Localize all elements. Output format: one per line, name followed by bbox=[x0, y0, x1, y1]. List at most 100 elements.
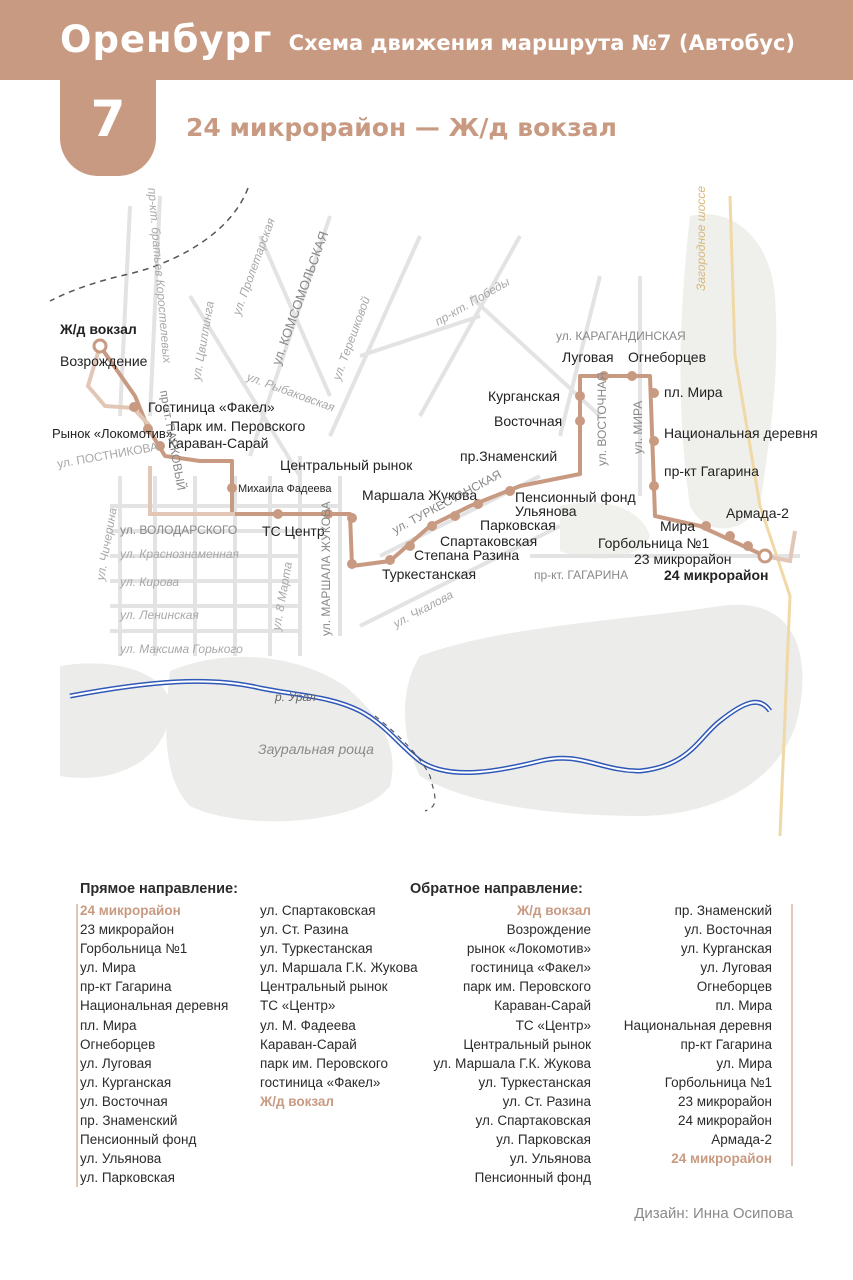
list-item: ул. Луговая bbox=[80, 1055, 152, 1071]
list-item: 23 микрорайон bbox=[80, 922, 175, 938]
label-vozrozhdenie: Возрождение bbox=[60, 353, 148, 369]
route-number-badge: 7 bbox=[60, 80, 156, 176]
river-ural-inner bbox=[69, 680, 771, 774]
label-pr-gagarina: пр-кт Гагарина bbox=[664, 463, 759, 479]
route-line-return bbox=[85, 345, 797, 564]
route-map: Ж/д вокзал Возрождение Рынок «Локомотив»… bbox=[49, 186, 818, 837]
label-ulyanova: Ульянова bbox=[515, 503, 577, 519]
label-razina: Степана Разина bbox=[414, 547, 519, 563]
list-item: ТС «Центр» bbox=[260, 998, 336, 1014]
label-fakel: Гостиница «Факел» bbox=[148, 399, 275, 415]
list-item: ул. Мира bbox=[80, 960, 136, 976]
label-znamensky: пр.Знаменский bbox=[460, 448, 557, 464]
street-vostochnaya: ул. ВОСТОЧНАЯ bbox=[595, 372, 609, 466]
list-item: ул. Парковская bbox=[80, 1170, 175, 1186]
route-name: 24 микрорайон — Ж/д вокзал bbox=[186, 113, 617, 142]
east-forest bbox=[680, 214, 777, 529]
street-proletarskaya: ул. Пролетарская bbox=[229, 216, 278, 318]
list-item: ул. Ульянова bbox=[80, 1151, 162, 1167]
list-item: Караван-Сарай bbox=[494, 998, 591, 1014]
list-item: пл. Мира bbox=[80, 1017, 137, 1033]
park-areas bbox=[60, 214, 803, 822]
list-item: ул. Ст. Разина bbox=[502, 1093, 591, 1109]
list-item: ул. Маршала Г.К. Жукова bbox=[260, 960, 418, 976]
list-item: ул. Курганская bbox=[680, 941, 772, 957]
city-title: Оренбург bbox=[60, 18, 273, 61]
list-item: ул. Спартаковская bbox=[475, 1113, 591, 1129]
street-grid bbox=[110, 195, 800, 656]
street-gorkogo: ул. Максима Горького bbox=[119, 642, 243, 656]
label-pensionny: Пенсионный фонд bbox=[515, 489, 636, 505]
backward-col2: пр. Знаменский ул. Восточная ул. Курганс… bbox=[624, 880, 772, 1168]
label-kurganskaya: Курганская bbox=[488, 388, 560, 404]
list-item: ул. Туркестанская bbox=[478, 1074, 591, 1090]
forward-col1: Прямое направление: 24 микрорайон 23 мик… bbox=[80, 880, 238, 1187]
list-item: ул. Парковская bbox=[496, 1132, 591, 1148]
list-item: парк им. Перовского bbox=[462, 979, 591, 995]
list-item: Горбольница №1 bbox=[664, 1074, 772, 1090]
backward-title: Обратное направление: bbox=[410, 881, 583, 897]
list-item: Горбольница №1 bbox=[80, 941, 188, 957]
street-mira: ул. МИРА bbox=[631, 401, 645, 454]
border-line bbox=[374, 715, 436, 812]
label-parkovskaya: Парковская bbox=[480, 517, 556, 533]
label-fadeeva: Михаила Фадеева bbox=[238, 483, 332, 495]
forward-title: Прямое направление: bbox=[80, 881, 238, 897]
stop-lists: Прямое направление: 24 микрорайон 23 мик… bbox=[0, 880, 853, 1200]
street-chicherina: ул. Чичерина bbox=[93, 506, 120, 582]
label-mira: Мира bbox=[660, 518, 695, 534]
terminal-zhd bbox=[92, 338, 108, 354]
street-tsvillinga: ул. Цвиллинга bbox=[189, 300, 217, 383]
rail-line bbox=[49, 187, 249, 302]
list-item: ул. Маршала Г.К. Жукова bbox=[433, 1055, 591, 1071]
list-item: пл. Мира bbox=[715, 998, 773, 1014]
street-zagorodnoe: Загородное шоссе bbox=[694, 186, 708, 291]
street-krasnoznamennaya: ул. Краснознаменная bbox=[119, 547, 240, 561]
label-gorbolnitsa: Горбольница №1 bbox=[598, 535, 709, 551]
forward-list-bar bbox=[76, 904, 78, 1187]
list-item: 24 микрорайон bbox=[677, 1113, 772, 1129]
mid-park bbox=[560, 502, 650, 559]
list-item: Ж/д вокзал bbox=[260, 1093, 335, 1109]
river-label: р. Урал bbox=[274, 690, 316, 704]
backward-list-bar bbox=[791, 904, 793, 1166]
label-turkestanskaya: Туркестанская bbox=[382, 566, 476, 582]
list-item: ул. Луговая bbox=[700, 960, 772, 976]
list-item: ул. Восточная bbox=[80, 1093, 168, 1109]
street-volodarskogo: ул. ВОЛОДАРСКОГО bbox=[120, 523, 237, 537]
list-item: ул. Спартаковская bbox=[260, 903, 376, 918]
list-item: пр-кт Гагарина bbox=[680, 1036, 772, 1052]
street-leninskaya: ул. Ленинская bbox=[119, 608, 199, 622]
list-item: Караван-Сарай bbox=[260, 1036, 357, 1052]
label-nats-derevnya: Национальная деревня bbox=[664, 425, 818, 441]
list-item: Армада-2 bbox=[711, 1132, 772, 1148]
zagorodnoe-road bbox=[728, 195, 792, 837]
label-spartakovskaya: Спартаковская bbox=[440, 533, 537, 549]
label-24mkr: 24 микрорайон bbox=[664, 567, 769, 583]
header-bar: Оренбург Схема движения маршрута №7 (Авт… bbox=[0, 0, 853, 80]
label-lokomotiv: Рынок «Локомотив» bbox=[52, 426, 173, 441]
list-item: 23 микрорайон bbox=[677, 1093, 772, 1109]
forward-col2: ул. Спартаковская ул. Ст. Разина ул. Тур… bbox=[260, 880, 418, 1111]
list-item: 24 микрорайон bbox=[671, 1151, 772, 1167]
terminal-24mkr bbox=[757, 548, 773, 564]
list-item: Центральный рынок bbox=[463, 1036, 591, 1052]
label-armada: Армада-2 bbox=[726, 505, 789, 521]
list-item: ТС «Центр» bbox=[515, 1017, 591, 1033]
label-marshala: Маршала Жукова bbox=[362, 487, 477, 503]
list-item: Ж/д вокзал bbox=[516, 903, 591, 918]
list-item: ул. М. Фадеева bbox=[260, 1017, 356, 1033]
list-item: 24 микрорайон bbox=[80, 903, 181, 918]
list-item: парк им. Перовского bbox=[260, 1055, 389, 1071]
street-kirova: ул. Кирова bbox=[119, 575, 179, 589]
street-bratiev: пр-кт. братьев Коростелевых bbox=[145, 187, 174, 365]
street-karagandinskaya: ул. КАРАГАНДИНСКАЯ bbox=[556, 329, 686, 343]
list-item: Центральный рынок bbox=[260, 979, 388, 995]
list-item: Пенсионный фонд bbox=[80, 1132, 197, 1148]
label-perovskogo: Парк им. Перовского bbox=[170, 418, 305, 434]
list-item: гостиница «Факел» bbox=[260, 1074, 381, 1090]
route-number: 7 bbox=[90, 90, 126, 148]
list-item: Национальная деревня bbox=[623, 1017, 772, 1033]
label-zhd: Ж/д вокзал bbox=[59, 321, 137, 337]
list-item: Возрождение bbox=[506, 922, 591, 938]
